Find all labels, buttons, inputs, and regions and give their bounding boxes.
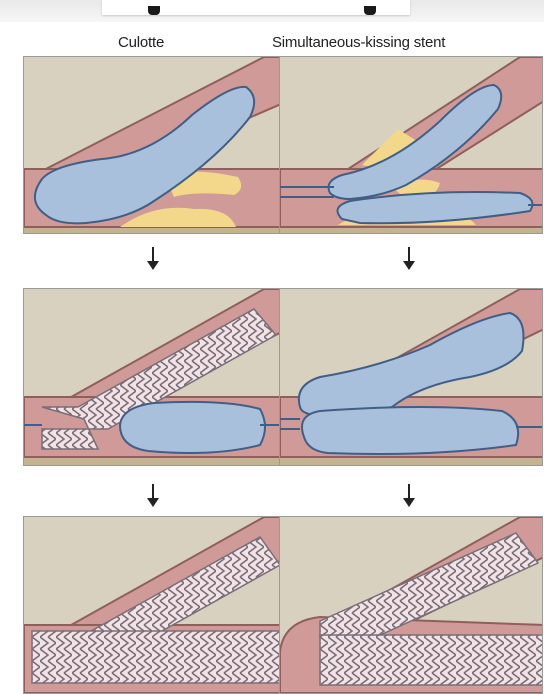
kissing-step-3-diagram bbox=[280, 517, 543, 693]
kissing-stent-title: Simultaneous-kissing stent bbox=[272, 34, 445, 51]
header-mark-right bbox=[364, 6, 376, 15]
main-stent-icon bbox=[320, 635, 543, 685]
culotte-step-1-panel bbox=[23, 56, 287, 234]
kissing-step-1-panel bbox=[279, 56, 543, 234]
culotte-step-1-diagram bbox=[24, 57, 287, 234]
culotte-step-3-diagram bbox=[24, 517, 287, 693]
balloon-icon bbox=[120, 402, 265, 453]
kissing-step-2-diagram bbox=[280, 289, 543, 466]
header-card bbox=[102, 0, 410, 15]
tissue-floor bbox=[24, 457, 287, 466]
down-arrow-icon bbox=[146, 247, 160, 271]
culotte-step-2-panel bbox=[23, 288, 287, 466]
kissing-step-3-panel bbox=[279, 516, 543, 694]
culotte-title: Culotte bbox=[118, 34, 164, 51]
tissue-floor bbox=[280, 457, 543, 466]
main-balloon-icon bbox=[302, 407, 518, 454]
down-arrow-icon bbox=[402, 247, 416, 271]
main-stent-icon bbox=[32, 631, 280, 683]
down-arrow-icon bbox=[402, 484, 416, 508]
kissing-step-1-diagram bbox=[280, 57, 543, 234]
down-arrow-icon bbox=[146, 484, 160, 508]
culotte-step-2-diagram bbox=[24, 289, 287, 466]
kissing-step-2-panel bbox=[279, 288, 543, 466]
header-mark-left bbox=[148, 6, 160, 15]
culotte-step-3-panel bbox=[23, 516, 287, 694]
